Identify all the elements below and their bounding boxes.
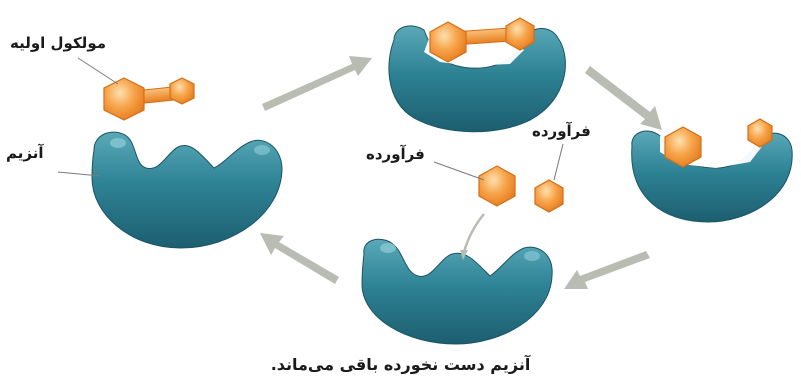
product-hex-large [479, 166, 515, 206]
enzyme-label: آنزیم [6, 146, 44, 161]
enzyme-released [362, 239, 552, 344]
substrate-hex-large [104, 78, 144, 120]
enzyme-substrate-complex [389, 18, 566, 132]
arrow-bottom-left [260, 233, 339, 284]
leader-product-a [434, 162, 484, 180]
enzyme-product-complex [632, 119, 793, 222]
product-hex-small [535, 180, 563, 212]
product-label-left: فرآورده [366, 147, 425, 162]
enzyme-free [92, 132, 282, 248]
substrate-hex-small [170, 78, 194, 104]
leader-substrate [78, 58, 118, 84]
arrow-top-left [262, 56, 372, 111]
enzyme-body [92, 132, 282, 248]
diagram-caption: آنزیم دست نخورده باقی می‌ماند. [0, 357, 801, 373]
release-arrow [464, 214, 484, 252]
product-label-right: فرآورده [532, 124, 591, 139]
enzyme-body [362, 239, 552, 344]
substrate-molecule [104, 78, 194, 120]
released-products [460, 166, 563, 260]
arrow-top-right [585, 66, 662, 130]
arrow-bottom-right [564, 251, 650, 289]
substrate-label: مولکول اولیه [10, 36, 106, 51]
enzyme-highlight [110, 138, 126, 148]
leader-product-b [554, 144, 563, 180]
enzyme-body [632, 131, 793, 222]
